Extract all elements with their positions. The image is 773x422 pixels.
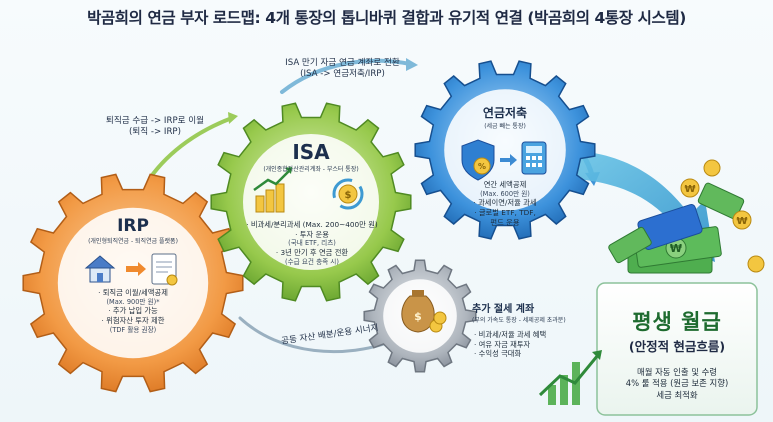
isa-bullet: (수급 요건 충족 시) [285, 257, 339, 266]
isa-gear [210, 102, 412, 302]
dollar-cycle-icon: $ [332, 178, 364, 210]
growth-arrow-icon [538, 350, 602, 405]
pension-title: 연금저축 [482, 106, 528, 120]
pension-bullet: · 글로벌 ETF, TDF, [474, 207, 536, 217]
isa-title: ISA [292, 140, 330, 164]
document-icon [151, 253, 178, 286]
irp-gear [22, 173, 244, 393]
svg-text:%: % [478, 162, 486, 171]
irp-subtitle: (개인형퇴직연금 - 퇴직연금 플랫폼) [88, 238, 178, 245]
svg-text:$: $ [414, 310, 422, 323]
extra-account-label: 추가 절세 계좌 (부의 가속도 통장 - 세제공제 초과분) [472, 300, 622, 324]
extra-bullet: · 비과세/저율 과세 혜택 [474, 330, 547, 339]
result-title: 평생 월급 [632, 310, 722, 334]
pension-bullet: · 과세이연/저율 과세 [473, 198, 537, 208]
house-icon [84, 255, 116, 283]
irp-title: IRP [117, 216, 149, 236]
money-bag-icon: $ [401, 290, 447, 333]
irp-to-isa-label: 퇴직금 수급 -> IRP로 이월 (퇴직 -> IRP) [90, 116, 220, 138]
irp-bullet: · 추가 납입 가능 [108, 306, 158, 316]
result-line: 세금 최적화 [656, 389, 698, 400]
isa-to-pension-line-1: ISA 만기 자금 연금 계좌로 전환 [285, 58, 400, 68]
isa-bullet: · 비과세/분리과세 (Max. 200~400만 원) [246, 220, 378, 229]
isa-gear-label: ISA (개인종합자산관리계좌 - 부스터 통장) [236, 140, 386, 173]
page-title: 박곰희의 연금 부자 로드맵: 4개 통장의 톱니바퀴 결합과 유기적 연결 (… [87, 9, 686, 27]
extra-bullet: · 여유 자금 재투자 [474, 339, 531, 349]
irp-bullet: (Max. 900만 원)* [106, 297, 160, 306]
svg-text:₩: ₩ [684, 184, 695, 195]
irp-gear-label: IRP (개인형퇴직연금 - 퇴직연금 플랫폼) [58, 216, 208, 245]
isa-bullet: · 3년 만기 후 연금 전환 [275, 247, 349, 257]
result-panel [596, 282, 758, 416]
result-line: 매월 자동 인출 및 수령 [637, 367, 717, 377]
extra-subtitle: (부의 가속도 통장 - 세제공제 초과분) [472, 317, 566, 324]
money-stack-icon: ₩ [608, 182, 745, 274]
gear-irp-face [57, 207, 209, 359]
pension-bullet: 연간 세액공제 [483, 180, 527, 189]
arrow-right-icon [500, 154, 517, 166]
irp-bullet: · 퇴직금 이월/세액공제 [98, 288, 168, 297]
gear-pension-face [444, 89, 566, 211]
coins-icon: ₩ ₩ [680, 159, 765, 273]
result-line: 4% 룰 적용 (원금 보존 지향) [625, 378, 729, 389]
irp-bullet: · 위험자산 투자 제한 [101, 315, 165, 325]
isa-bullets: · 비과세/분리과세 (Max. 200~400만 원) · 투자 운용 (국내… [232, 220, 392, 266]
isa-bullet: · 투자 운용 [295, 229, 329, 239]
gear-isa-face [243, 134, 379, 270]
pension-bullet: (Max. 600만 원) [480, 189, 530, 198]
pension-gear-label: 연금저축 (세금 빼는 통장) [450, 104, 560, 130]
svg-text:$: $ [345, 190, 352, 201]
svg-text:₩: ₩ [736, 216, 747, 227]
isa-subtitle: (개인종합자산관리계좌 - 부스터 통장) [263, 166, 359, 173]
pension-gear [414, 60, 596, 240]
extra-bullets: · 비과세/저율 과세 혜택 · 여유 자금 재투자 · 수익성 극대화 [474, 330, 594, 359]
isa-to-pension-line-2: (ISA -> 연금저축/IRP) [300, 69, 385, 80]
result-panel-content: 평생 월급 (안정적 현금흐름) 매월 자동 인출 및 수령 4% 룰 적용 (… [597, 306, 757, 401]
irp-to-isa-line-2: (퇴직 -> IRP) [129, 127, 181, 138]
extra-bullet: · 수익성 극대화 [474, 349, 522, 359]
pension-subtitle: (세금 빼는 통장) [484, 123, 526, 130]
arrow-right-icon [126, 262, 146, 276]
irp-bullets: · 퇴직금 이월/세액공제 (Max. 900만 원)* · 추가 납입 가능 … [63, 288, 203, 334]
shield-percent-icon: % [461, 139, 495, 181]
extra-title: 추가 절세 계좌 [472, 304, 535, 315]
calculator-icon [521, 141, 547, 175]
isa-bullet: (국내 ETF, 리츠) [288, 239, 336, 248]
irp-to-isa-line-1: 퇴직금 수급 -> IRP로 이월 [105, 116, 205, 126]
irp-bullet: (TDF 활용 권장) [109, 325, 157, 334]
svg-text:₩: ₩ [670, 242, 682, 255]
isa-to-pension-label: ISA 만기 자금 연금 계좌로 전환 (ISA -> 연금저축/IRP) [265, 58, 420, 80]
result-lines: 매월 자동 인출 및 수령 4% 룰 적용 (원금 보존 지향) 세금 최적화 [597, 367, 757, 401]
pension-bullet: 펀드 운용 [490, 217, 520, 227]
pension-bullets: 연간 세액공제 (Max. 600만 원) · 과세이연/저율 과세 · 글로벌… [450, 180, 560, 227]
result-subtitle: (안정적 현금흐름) [628, 339, 726, 354]
growth-chart-icon [253, 167, 292, 213]
